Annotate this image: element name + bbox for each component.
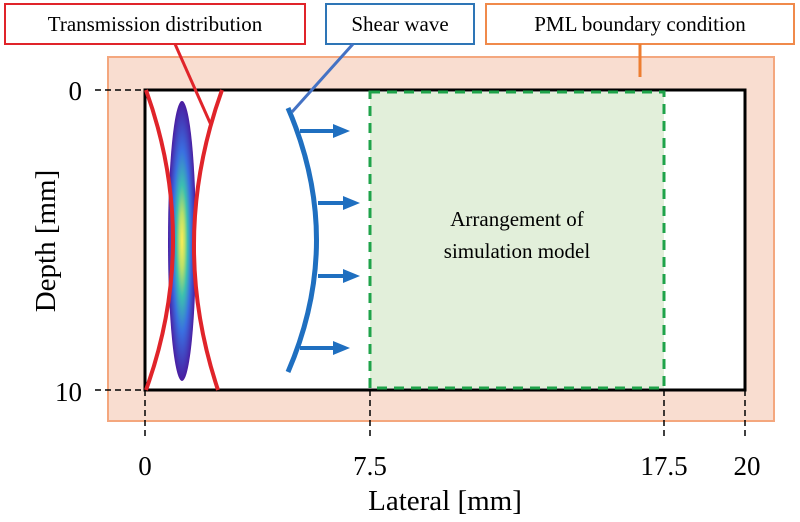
x-tick-label-7-5: 7.5: [353, 451, 387, 481]
x-tick-label-0: 0: [138, 451, 152, 481]
y-tick-label-0: 0: [69, 76, 83, 106]
shear-wave-leader-line: [290, 42, 355, 114]
shear-arrow-head-2: [343, 196, 360, 210]
shear-arrow-head-1: [333, 124, 350, 138]
transmission-curve-left: [144, 89, 175, 391]
shear-wave-front: [285, 107, 319, 373]
shear-arrow-head-3: [343, 269, 360, 283]
transmission-callout-box: [4, 3, 306, 45]
shear-wave-callout-label: Shear wave: [351, 12, 448, 36]
x-axis-label: Lateral [mm]: [368, 485, 522, 517]
shear-wave-arrows: [300, 124, 360, 355]
y-tick-label-10: 10: [55, 377, 82, 407]
x-tick-label-17-5: 17.5: [640, 451, 687, 481]
transmission-curve-right: [192, 89, 224, 391]
transmission-callout: Transmission distribution: [4, 3, 306, 126]
transmission-callout-label: Transmission distribution: [48, 12, 263, 36]
model-label-line2: simulation model: [444, 239, 591, 263]
x-tick-label-20: 20: [734, 451, 761, 481]
transmission-beam: [168, 101, 196, 381]
pml-callout: PML boundary condition: [485, 3, 795, 77]
shear-arrow-head-4: [333, 341, 350, 355]
shear-wave-callout: Shear wave: [290, 3, 475, 114]
pml-callout-label: PML boundary condition: [534, 12, 746, 36]
model-label-line1: Arrangement of: [450, 207, 584, 231]
y-axis-label: Depth [mm]: [30, 170, 62, 313]
model-region: [368, 90, 666, 390]
shear-wave-callout-box: [325, 3, 475, 45]
transmission-leader-line: [173, 43, 213, 126]
